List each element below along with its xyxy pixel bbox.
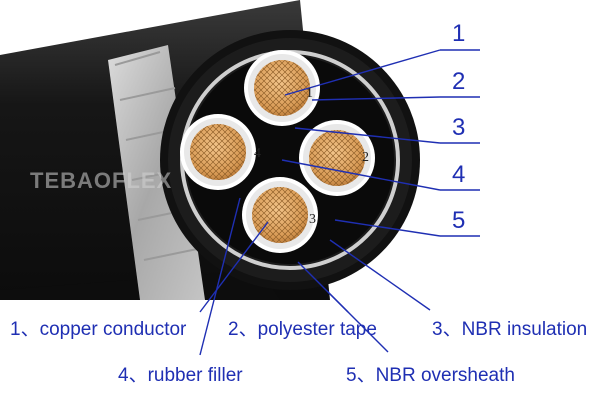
callout-line-5 (334, 219, 441, 237)
core-1 (244, 50, 320, 126)
label-polyester-tape: 2、polyester tape (228, 319, 377, 340)
callout-line-1 (284, 49, 441, 96)
callout-number-1: 1 (452, 20, 466, 47)
leader-oversheath (327, 291, 389, 353)
core-marker-3: 3 (309, 212, 316, 227)
callout-number-4: 4 (452, 161, 466, 188)
leader-filler (199, 197, 241, 356)
core-2 (299, 120, 375, 196)
label-copper-conductor: 1、copper conductor (10, 319, 187, 340)
leader-copper (199, 221, 269, 313)
core-marker-1: 1 (306, 86, 313, 101)
callout-number-3: 3 (452, 114, 466, 141)
label-nbr-oversheath: 5、NBR oversheath (346, 365, 515, 386)
callout-line-4 (281, 159, 441, 191)
brand-watermark: TEBAOFLEX (30, 168, 173, 193)
leader-insulation (329, 239, 431, 311)
label-rubber-filler: 4、rubber filler (118, 365, 243, 386)
label-nbr-insulation: 3、NBR insulation (432, 319, 588, 340)
callout-number-5: 5 (452, 207, 466, 234)
callout-lines (199, 49, 480, 356)
core-3 (242, 177, 318, 253)
callout-number-2: 2 (452, 68, 466, 95)
tape-band-side (108, 45, 205, 300)
rubber-filler (186, 56, 394, 264)
core-marker-4: 4 (254, 146, 261, 161)
core-4 (180, 114, 256, 190)
callout-line-3 (294, 127, 441, 144)
core-marker-2: 2 (362, 150, 369, 165)
callout-line-2 (311, 96, 441, 101)
